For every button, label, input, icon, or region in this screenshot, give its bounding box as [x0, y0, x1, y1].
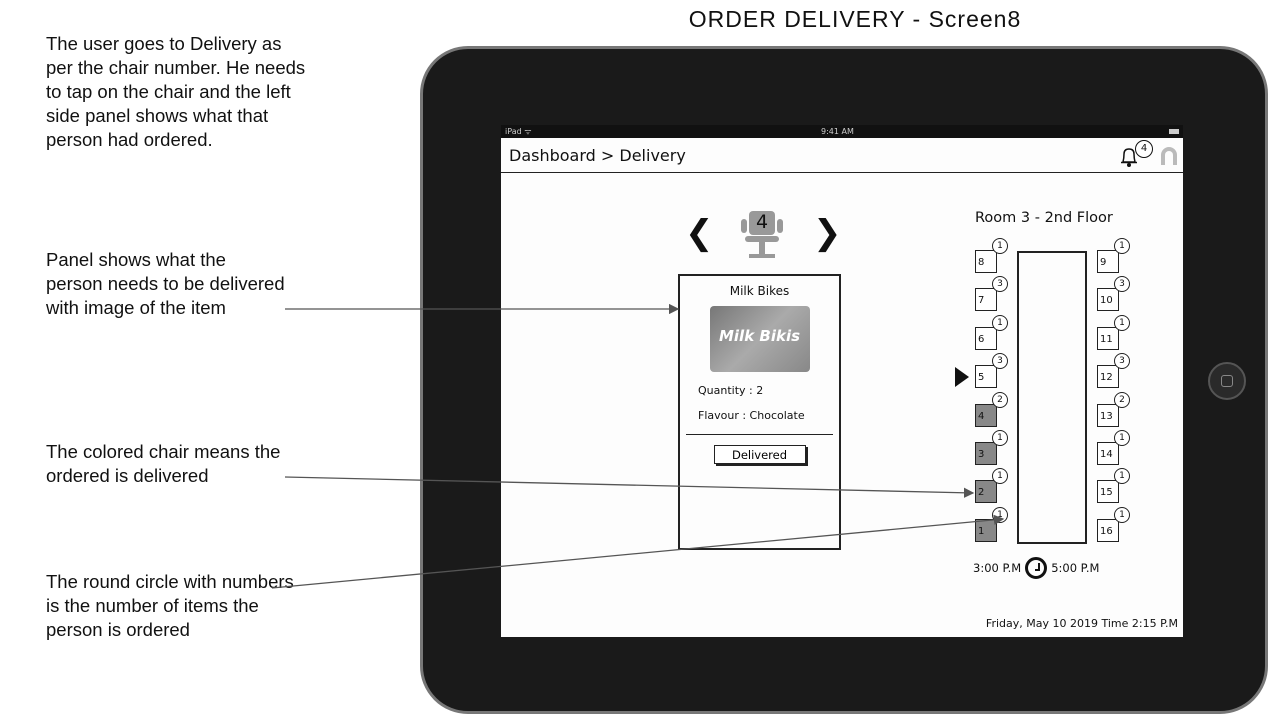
chair-8[interactable]: 8: [975, 250, 997, 273]
chair-9[interactable]: 9: [1097, 250, 1119, 273]
device-label: iPad ᯤ: [505, 127, 532, 136]
clock-icon: [1025, 557, 1048, 579]
chair-14[interactable]: 14: [1097, 442, 1119, 465]
chair-11[interactable]: 11: [1097, 326, 1119, 350]
product-image: Milk Bikis: [709, 306, 810, 372]
bell-icon[interactable]: [1119, 146, 1139, 168]
product-image-label: Milk Bikis: [718, 327, 801, 345]
chair-16[interactable]: 16: [1097, 518, 1119, 542]
prev-chair-button[interactable]: ❮: [685, 213, 714, 253]
item-count-badge: 3: [992, 276, 1008, 293]
item-count-badge: 1: [1114, 238, 1130, 254]
delivered-button[interactable]: Delivered: [713, 445, 806, 464]
chair-6[interactable]: 6: [975, 326, 997, 350]
start-time: 3:00 P.M: [973, 561, 1022, 575]
chair-7[interactable]: 7: [975, 288, 997, 312]
notification-badge: 4: [1135, 140, 1153, 158]
item-count-badge: 3: [1114, 276, 1130, 293]
current-chair-pointer-icon: [955, 367, 969, 387]
selected-chair-number: 4: [755, 211, 769, 233]
next-chair-button[interactable]: ❯: [813, 213, 842, 253]
app-header: Dashboard > Delivery 4: [501, 138, 1183, 173]
footer-datetime: Friday, May 10 2019 Time 2:15 P.M: [985, 617, 1178, 630]
note-colored-chair: The colored chair means the ordered is d…: [46, 441, 281, 486]
panel-divider: [686, 434, 833, 435]
chair-12[interactable]: 12: [1097, 365, 1119, 389]
item-count-badge: 2: [1114, 391, 1130, 408]
item-count-badge: 3: [1114, 353, 1130, 370]
home-button[interactable]: [1208, 362, 1246, 400]
chair-13[interactable]: 13: [1097, 403, 1119, 427]
item-count-badge: 2: [992, 391, 1008, 408]
item-count-badge: 1: [1114, 314, 1130, 331]
chair-10[interactable]: 10: [1097, 288, 1119, 312]
arrow-to-badge: [271, 514, 1005, 589]
chair-2[interactable]: 2: [975, 480, 997, 504]
chair-1[interactable]: 1: [975, 518, 997, 542]
note-circle: The round circle with numbers is the num…: [46, 571, 294, 640]
time-range: 3:00 P.M 5:00 P.M: [973, 557, 1099, 579]
item-name: Milk Bikes: [729, 284, 790, 298]
chair-15[interactable]: 15: [1097, 480, 1119, 504]
chair-4[interactable]: 4: [975, 403, 997, 427]
status-time: 9:41 AM: [821, 127, 854, 136]
chair-5[interactable]: 5: [975, 365, 997, 389]
arrow-to-chair-2: [284, 476, 975, 498]
slide-title: ORDER DELIVERY - Screen8: [688, 6, 1022, 32]
room-table: [1017, 251, 1087, 544]
item-count-badge: 1: [992, 314, 1008, 331]
breadcrumb[interactable]: Dashboard > Delivery: [509, 146, 686, 165]
item-count-badge: 1: [1114, 430, 1130, 446]
chair-icon: 4: [739, 209, 785, 263]
note-panel: Panel shows what the person needs to be …: [46, 249, 285, 318]
status-bar: iPad ᯤ 9:41 AM: [501, 125, 1183, 138]
flavour: Flavour : Chocolate: [698, 409, 805, 422]
item-count-badge: 1: [992, 238, 1008, 254]
item-count-badge: 1: [1114, 468, 1130, 485]
item-count-badge: 1: [992, 430, 1008, 446]
end-time: 5:00 P.M: [1051, 561, 1100, 575]
item-count-badge: 1: [1114, 506, 1130, 523]
quantity: Quantity : 2: [698, 384, 764, 397]
chair-3[interactable]: 3: [975, 442, 997, 465]
avatar-icon[interactable]: [1161, 147, 1177, 165]
note-delivery: The user goes to Delivery as per the cha…: [46, 33, 306, 150]
room-title: Room 3 - 2nd Floor: [975, 210, 1113, 226]
item-count-badge: 1: [992, 468, 1008, 485]
ipad-screen: iPad ᯤ 9:41 AM Dashboard > Delivery 4 ❮ …: [501, 125, 1183, 637]
order-panel: Milk Bikes Milk Bikis Quantity : 2 Flavo…: [678, 274, 841, 550]
item-count-badge: 3: [992, 353, 1008, 370]
battery-icon: [1169, 129, 1179, 134]
